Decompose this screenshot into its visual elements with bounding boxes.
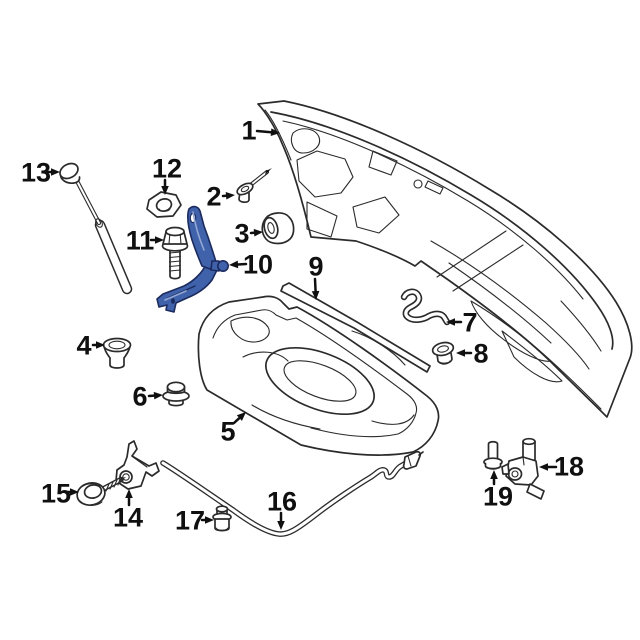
hook-clip-drawing [400,288,451,326]
callout-number: 18 [554,452,584,482]
callout-arrowhead [51,168,60,176]
pad-clip-drawing [162,381,190,407]
latch-bolt-drawing [483,440,503,470]
callout-number: 3 [234,219,249,249]
bracket-screw-drawing [76,476,126,506]
callout-arrowhead [277,521,285,530]
callout-1: 1 [241,116,280,146]
callout-16: 16 [267,487,297,530]
callout-8: 8 [456,339,489,369]
callout-number: 4 [76,331,91,361]
front-seal-strip-drawing [280,282,431,373]
callout-15: 15 [41,479,79,509]
callout-number: 1 [241,116,256,146]
callout-arrowhead [153,391,163,400]
callout-10: 10 [229,250,273,280]
callout-3: 3 [234,219,263,249]
callout-arrowhead [229,260,239,269]
callout-arrowhead [155,236,164,244]
callout-6: 6 [132,382,163,412]
callout-number: 13 [21,158,51,188]
callout-number: 16 [267,487,297,517]
callout-9: 9 [308,252,324,300]
callout-number: 19 [483,482,513,512]
callout-arrowhead [253,228,263,237]
prop-rod-drawing [59,162,133,295]
callout-arrowhead [490,470,498,479]
callout-14: 14 [113,489,143,533]
callout-number: 12 [152,154,182,184]
callout-13: 13 [21,158,60,188]
callout-2: 2 [206,182,235,212]
callout-number: 6 [132,382,147,412]
callout-arrowhead [539,463,548,471]
hood-hinge-drawing [156,205,230,313]
callout-number: 9 [308,252,323,282]
callout-12: 12 [152,154,182,195]
cable-clip-drawing [212,505,232,532]
callout-number: 11 [126,226,155,256]
callout-number: 17 [175,506,205,536]
callout-number: 10 [243,250,273,280]
callout-11: 11 [126,226,164,256]
callout-number: 15 [41,479,71,509]
callout-arrowhead [96,341,105,349]
callout-number: 14 [113,503,143,533]
grommet-drawing [261,212,295,245]
callout-arrowhead [225,191,235,200]
callout-arrowhead [311,290,320,300]
callout-number: 7 [462,308,477,338]
hinge-nut-drawing [146,191,182,218]
callout-number: 5 [220,417,235,447]
hood-panel-drawing [257,100,633,418]
callout-arrowhead [205,516,214,524]
callout-arrowhead [161,186,169,195]
callout-7: 7 [446,308,478,338]
grommet-rear-drawing [431,341,455,365]
callout-number: 2 [206,182,221,212]
callout-5: 5 [220,412,246,447]
callout-number: 8 [473,339,488,369]
callout-arrow [232,416,241,425]
callout-arrowhead [236,412,246,421]
callout-arrowhead [270,128,280,137]
push-pin-clip-drawing [236,168,272,203]
callout-arrowhead [125,489,133,498]
callout-arrowhead [70,488,79,496]
callout-4: 4 [76,331,105,361]
hinge-bolt-drawing [161,226,189,280]
callout-arrow [313,277,317,293]
hood-bumper-drawing [102,337,132,369]
callout-17: 17 [175,506,214,536]
latch-component-drawing [501,437,545,500]
callout-arrowhead [456,349,465,357]
callout-arrow [255,129,273,134]
release-cable-drawing [160,450,424,537]
insulation-pad-drawing [197,295,440,456]
callout-arrowhead [446,318,455,326]
callout-18: 18 [539,452,584,482]
callout-19: 19 [483,470,513,512]
